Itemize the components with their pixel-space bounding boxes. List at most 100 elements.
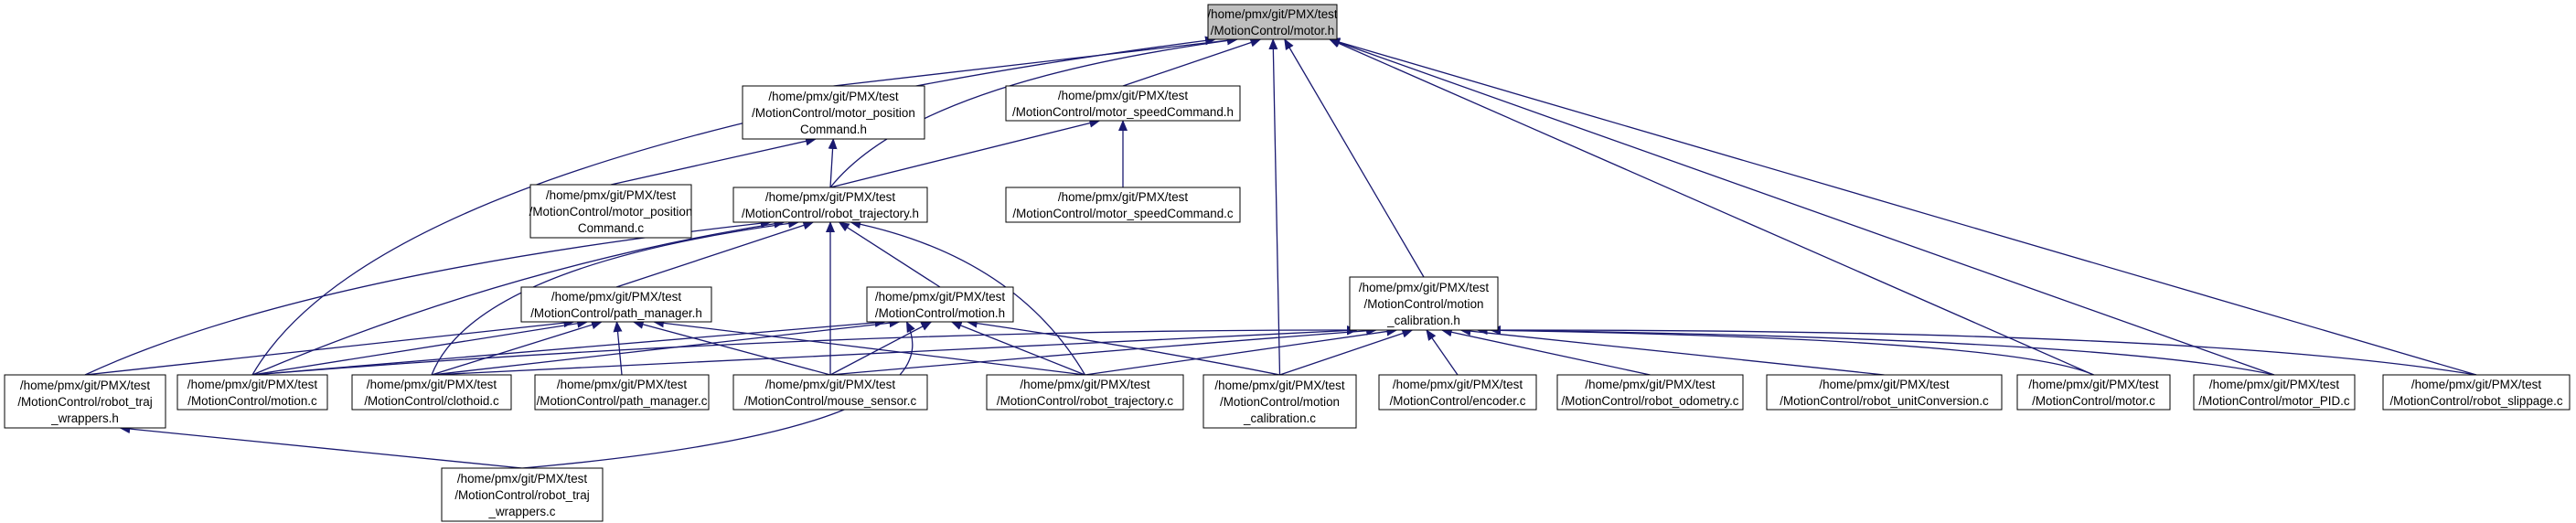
- node-label-line: /home/pmx/git/PMX/test: [1214, 379, 1344, 392]
- node-motor-h[interactable]: /home/pmx/git/PMX/test/MotionControl/mot…: [1207, 4, 1338, 40]
- edge-robot_trajectory_c-to-motion_calibration_h: [1085, 326, 1398, 376]
- node-label-line: /MotionControl/clothoid.c: [364, 394, 499, 408]
- node-box: [351, 374, 512, 411]
- node-label-line: /MotionControl/robot_traj: [454, 488, 589, 502]
- node-robot-slippage-c[interactable]: /home/pmx/git/PMX/test/MotionControl/rob…: [2382, 374, 2571, 411]
- node-label-line: /home/pmx/git/PMX/test: [1207, 7, 1337, 21]
- node-box: [1005, 187, 1241, 223]
- node-label-line: /MotionControl/path_manager.c: [537, 394, 708, 408]
- node-motion-calibration-h[interactable]: /home/pmx/git/PMX/test/MotionControl/mot…: [1349, 276, 1499, 331]
- edge-motion_c-to-motion_h: [251, 317, 886, 376]
- node-mouse-sensor-c[interactable]: /home/pmx/git/PMX/test/MotionControl/mou…: [732, 374, 928, 411]
- node-label-line: /home/pmx/git/PMX/test: [765, 378, 895, 391]
- node-label-line: /MotionControl/motor_speedCommand.c: [1012, 207, 1233, 220]
- node-label-line: /MotionControl/encoder.c: [1390, 394, 1526, 408]
- node-label-line: /home/pmx/git/PMX/test: [1359, 281, 1489, 294]
- node-robot-traj-wrappers-c[interactable]: /home/pmx/git/PMX/test/MotionControl/rob…: [441, 467, 604, 522]
- edge-path_manager_h-to-robot_trajectory_h: [615, 220, 815, 288]
- node-clothoid-c[interactable]: /home/pmx/git/PMX/test/MotionControl/clo…: [351, 374, 512, 411]
- node-motor-speed-command-c[interactable]: /home/pmx/git/PMX/test/MotionControl/mot…: [1005, 187, 1241, 223]
- node-box: [4, 374, 166, 429]
- node-label-line: _calibration.c: [1243, 411, 1316, 425]
- node-label-line: /MotionControl/robot_odometry.c: [1561, 394, 1738, 408]
- node-robot-trajectory-c[interactable]: /home/pmx/git/PMX/test/MotionControl/rob…: [986, 374, 1184, 411]
- node-encoder-c[interactable]: /home/pmx/git/PMX/test/MotionControl/enc…: [1378, 374, 1537, 411]
- edge-mouse_sensor_c-to-motion_calibration_h: [829, 326, 1378, 376]
- node-label-line: /MotionControl/motion: [1364, 297, 1484, 311]
- edge-robot_unit_conversion_c-to-motion_calibration_h: [1459, 326, 1885, 376]
- node-motion-h[interactable]: /home/pmx/git/PMX/test/MotionControl/mot…: [866, 286, 1014, 323]
- edge-motion_calibration_c-to-motion_h: [966, 318, 1280, 376]
- node-robot-odometry-c[interactable]: /home/pmx/git/PMX/test/MotionControl/rob…: [1556, 374, 1744, 411]
- node-label-line: /home/pmx/git/PMX/test: [1020, 378, 1149, 391]
- node-motor-position-command-c[interactable]: /home/pmx/git/PMX/test/MotionControl/mot…: [529, 184, 693, 239]
- node-robot-unit-conversion-c[interactable]: /home/pmx/git/PMX/test/MotionControl/rob…: [1766, 374, 2003, 411]
- node-box: [176, 374, 328, 411]
- node-label-line: /home/pmx/git/PMX/test: [1393, 378, 1523, 391]
- edge-robot_trajectory_c-to-motion_h: [950, 321, 1085, 376]
- edge-motor_c-to-motion_calibration_h: [1476, 326, 2094, 376]
- node-path-manager-c[interactable]: /home/pmx/git/PMX/test/MotionControl/pat…: [534, 374, 710, 411]
- node-box: [1207, 4, 1338, 40]
- edge-robot_trajectory_h-to-motor_speed_command_h: [829, 118, 1101, 188]
- node-label-line: /home/pmx/git/PMX/test: [1058, 89, 1188, 102]
- node-motion-calibration-c[interactable]: /home/pmx/git/PMX/test/MotionControl/mot…: [1202, 374, 1357, 429]
- edge-clothoid_c-to-motion_calibration_h: [431, 326, 1358, 376]
- edge-clothoid_c-to-path_manager_h: [431, 320, 603, 376]
- node-label-line: /MotionControl/motor_position: [529, 205, 693, 219]
- edge-robot_trajectory_c-to-path_manager_h: [653, 318, 1085, 376]
- node-label-line: /home/pmx/git/PMX/test: [457, 472, 587, 486]
- edge-robot_trajectory_h-to-motor_h: [829, 36, 1238, 188]
- node-box: [529, 184, 692, 239]
- edge-motion_calibration_c-to-motion_calibration_h: [1279, 328, 1414, 376]
- edge-robot_traj_wrappers_c-to-motion_h: [521, 321, 915, 469]
- node-label-line: /home/pmx/git/PMX/test: [765, 190, 895, 204]
- node-motor-c[interactable]: /home/pmx/git/PMX/test/MotionControl/mot…: [2016, 374, 2171, 411]
- edges-layer: [84, 36, 2477, 469]
- edge-motion_calibration_h-to-motor_h: [1284, 38, 1425, 278]
- node-label-line: /MotionControl/robot_traj: [17, 395, 152, 409]
- node-motor-position-command-h[interactable]: /home/pmx/git/PMX/test/MotionControl/mot…: [742, 85, 925, 140]
- edge-motor_position_command_c-to-motor_position_command_h: [610, 136, 817, 186]
- edge-motor_pid_c-to-motor_h: [1329, 37, 2275, 376]
- node-label-line: /MotionControl/path_manager.h: [530, 306, 702, 320]
- node-label-line: /home/pmx/git/PMX/test: [2209, 378, 2339, 391]
- node-label-line: /home/pmx/git/PMX/test: [551, 290, 681, 304]
- node-label-line: /home/pmx/git/PMX/test: [1585, 378, 1715, 391]
- edge-motor_c-to-motor_h: [1329, 38, 2094, 376]
- node-box: [742, 85, 925, 140]
- node-label-line: /MotionControl/motor_PID.c: [2198, 394, 2350, 408]
- node-label-line: /MotionControl/motor.h: [1211, 24, 1334, 37]
- node-path-manager-h[interactable]: /home/pmx/git/PMX/test/MotionControl/pat…: [520, 286, 712, 323]
- node-label-line: /home/pmx/git/PMX/test: [2411, 378, 2541, 391]
- edge-motion_h-to-robot_trajectory_h: [838, 221, 941, 288]
- edge-robot_slippage_c-to-motion_calibration_h: [1490, 325, 2477, 376]
- node-label-line: /home/pmx/git/PMX/test: [875, 290, 1005, 304]
- edge-path_manager_c-to-path_manager_h: [613, 321, 623, 376]
- node-label-line: /home/pmx/git/PMX/test: [546, 188, 676, 202]
- node-box: [534, 374, 710, 411]
- node-box: [1766, 374, 2003, 411]
- node-label-line: /MotionControl/robot_trajectory.h: [742, 207, 919, 220]
- node-box: [2382, 374, 2571, 411]
- edge-mouse_sensor_c-to-path_manager_h: [632, 320, 831, 376]
- node-box: [2016, 374, 2171, 411]
- node-label-line: /home/pmx/git/PMX/test: [367, 378, 497, 391]
- node-label-line: /home/pmx/git/PMX/test: [768, 90, 898, 103]
- edge-robot_traj_wrappers_c-to-robot_traj_wrappers_h: [119, 424, 523, 469]
- edge-motion_c-to-motion_calibration_h: [251, 325, 1358, 376]
- node-motor-pid-c[interactable]: /home/pmx/git/PMX/test/MotionControl/mot…: [2193, 374, 2356, 411]
- node-label-line: /home/pmx/git/PMX/test: [557, 378, 687, 391]
- node-motor-speed-command-h[interactable]: /home/pmx/git/PMX/test/MotionControl/mot…: [1005, 85, 1241, 122]
- node-label-line: /MotionControl/motion.h: [875, 306, 1005, 320]
- node-box: [866, 286, 1014, 323]
- node-motion-c[interactable]: /home/pmx/git/PMX/test/MotionControl/mot…: [176, 374, 328, 411]
- edge-motor_pid_c-to-motion_calibration_h: [1490, 326, 2275, 376]
- node-box: [1005, 85, 1241, 122]
- node-box: [1378, 374, 1537, 411]
- edge-robot_traj_wrappers_h-to-path_manager_h: [84, 318, 575, 376]
- node-box: [520, 286, 712, 323]
- node-robot-traj-wrappers-h[interactable]: /home/pmx/git/PMX/test/MotionControl/rob…: [4, 374, 166, 429]
- node-robot-trajectory-h[interactable]: /home/pmx/git/PMX/test/MotionControl/rob…: [732, 187, 928, 223]
